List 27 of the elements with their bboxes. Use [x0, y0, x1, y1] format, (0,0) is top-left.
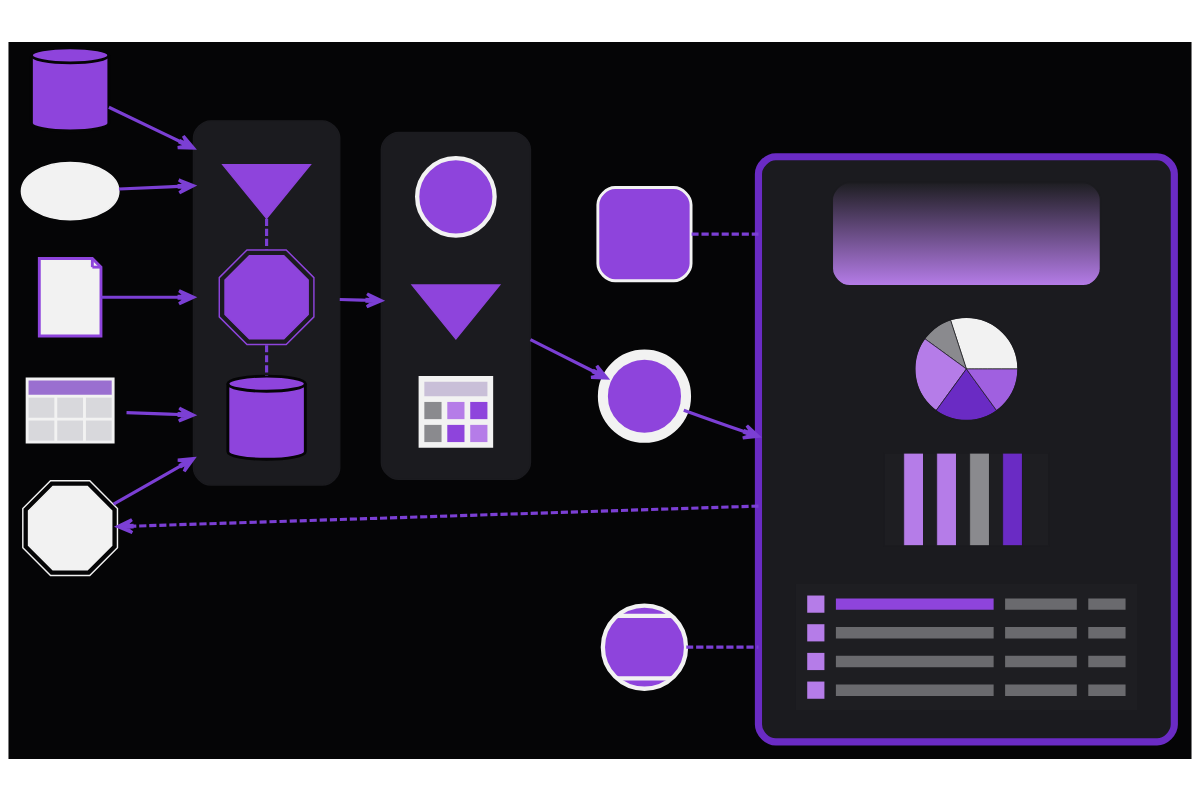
cluster [192, 119, 341, 486]
node-cloud [20, 161, 120, 221]
connector [265, 218, 269, 250]
arrow [126, 406, 196, 423]
node-chart [596, 185, 693, 282]
connector [686, 645, 759, 649]
arrow [683, 408, 761, 439]
node-donut [597, 349, 692, 443]
arrow [339, 291, 383, 308]
cluster [380, 131, 532, 480]
node-funnel [410, 283, 502, 340]
connector [265, 344, 269, 376]
arrow [100, 288, 196, 305]
node-gauge [600, 602, 689, 691]
arrow [118, 177, 196, 194]
node-calendar [418, 375, 494, 448]
connector [691, 232, 759, 236]
arrow [112, 456, 196, 506]
node-funnel [221, 163, 312, 219]
node-person [415, 155, 497, 238]
arrow [108, 105, 196, 150]
arrow [529, 337, 609, 380]
node-chart [831, 181, 1102, 286]
node-gear [218, 248, 315, 345]
cluster [754, 152, 1178, 745]
node-gear [22, 479, 119, 576]
arrow [116, 504, 759, 534]
